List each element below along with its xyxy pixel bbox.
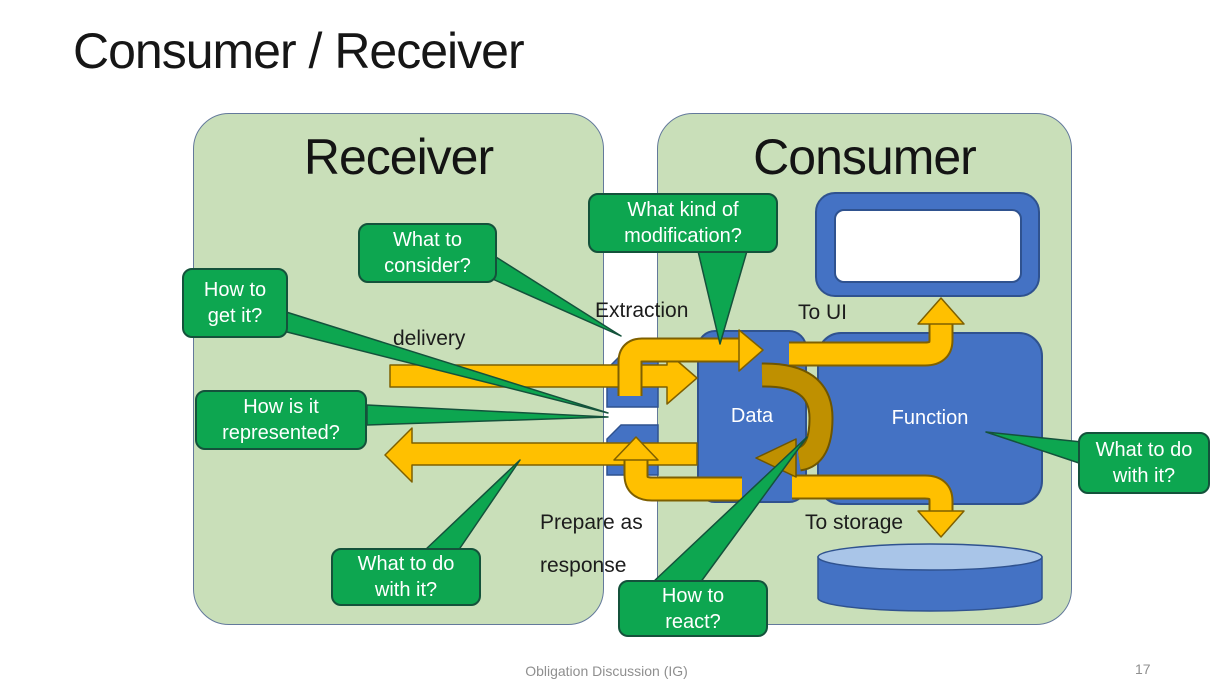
callout-line: What to do	[357, 553, 455, 575]
callout-line: represented?	[222, 422, 340, 444]
callout-what-kind-of-modification: What kind of modification?	[588, 193, 778, 253]
callout-what-to-consider: What to consider?	[358, 223, 497, 283]
callout-line: What kind of	[627, 199, 739, 221]
page-title: Consumer / Receiver	[73, 23, 525, 79]
callout-line: How to	[203, 279, 267, 301]
callout-line: get it?	[207, 305, 263, 327]
data-node: Data	[697, 330, 807, 503]
extraction-label: Extraction	[595, 299, 689, 322]
callout-line: react?	[665, 610, 721, 633]
connector-box-top	[606, 354, 659, 408]
to-ui-label: To UI	[798, 301, 848, 324]
receiver-panel-title: Receiver	[303, 129, 494, 185]
data-node-label: Data	[730, 405, 774, 427]
response-label: response	[540, 554, 627, 577]
callout-how-to-react: How to react?	[618, 580, 768, 637]
callout-line: modification?	[624, 225, 742, 247]
consumer-panel-title: Consumer	[753, 129, 977, 185]
callout-how-is-it-represented: How is it represented?	[195, 390, 367, 450]
callout-line: with it?	[1112, 465, 1176, 487]
callout-how-to-get-it: How to get it?	[182, 268, 288, 338]
callout-what-to-do-with-it-left: What to do with it?	[331, 548, 481, 606]
callout-line: How to	[661, 584, 725, 607]
ui-screen-node	[815, 192, 1040, 297]
callout-line: with it?	[374, 579, 438, 601]
delivery-label: delivery	[393, 327, 466, 350]
prepare-as-label: Prepare as	[540, 511, 643, 534]
callout-what-to-do-with-it-right: What to do with it?	[1078, 432, 1210, 494]
to-storage-label: To storage	[805, 511, 904, 534]
page-number: 17	[1135, 661, 1151, 677]
connector-box-bottom	[606, 424, 659, 476]
callout-line: How is it	[243, 396, 319, 418]
callout-line: What to do	[1095, 439, 1193, 461]
footer-text: Obligation Discussion (IG)	[525, 663, 688, 679]
callout-line: consider?	[384, 255, 471, 277]
ui-screen-inner	[834, 209, 1022, 283]
callout-line: What to	[393, 229, 462, 251]
function-node: Function	[817, 332, 1043, 505]
function-node-label: Function	[891, 407, 969, 429]
